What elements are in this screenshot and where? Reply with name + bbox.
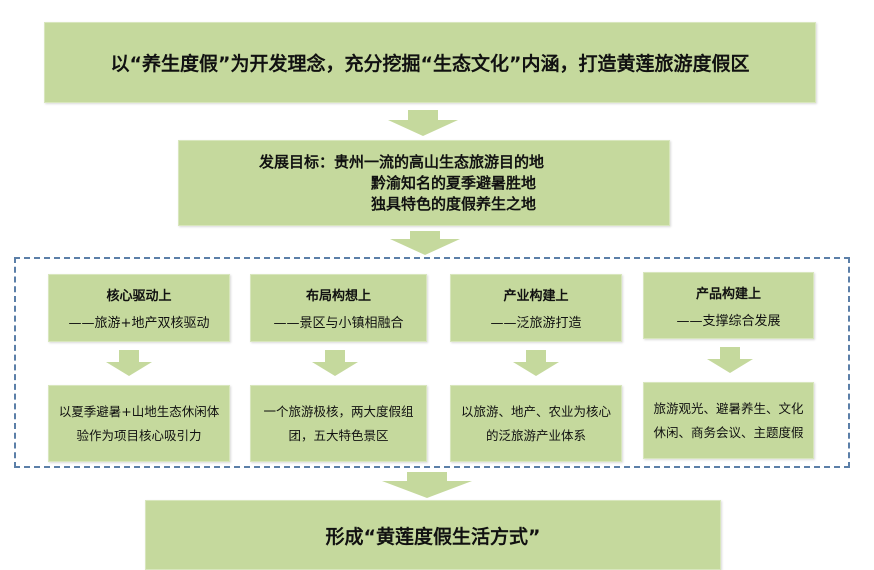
arrow-down-icon (382, 472, 472, 498)
card-industry: 产业构建上 ——泛旅游打造 (450, 274, 622, 342)
arrow-down-icon (388, 110, 458, 136)
goals-box: 发展目标：贵州一流的高山生态旅游目的地 黔渝知名的夏季避暑胜地 独具特色的度假养… (178, 140, 670, 226)
card-title: 产品构建上 (695, 286, 761, 302)
arrow-down-icon (106, 350, 152, 376)
card-subtitle: ——支撑综合发展 (676, 313, 781, 329)
card-core-drive: 核心驱动上 ——旅游+地产双核驱动 (48, 274, 230, 342)
arrow-down-icon (390, 231, 460, 255)
card-core-drive-desc: 以夏季避暑+山地生态休闲体验作为项目核心吸引力 (48, 385, 230, 462)
card-title: 核心驱动上 (106, 289, 172, 304)
card-layout: 布局构想上 ——景区与小镇相融合 (250, 274, 427, 342)
concept-text: 以“养生度假”为开发理念，充分挖掘“生态文化”内涵，打造黄莲旅游度假区 (110, 53, 750, 75)
card-layout-desc: 一个旅游极核，两大度假组团，五大特色景区 (250, 385, 427, 462)
concept-box: 以“养生度假”为开发理念，充分挖掘“生态文化”内涵，打造黄莲旅游度假区 (44, 22, 816, 103)
arrow-down-icon (707, 347, 753, 373)
lifestyle-text: 形成“黄莲度假生活方式” (325, 525, 541, 548)
arrow-down-icon (312, 350, 358, 376)
card-subtitle: ——泛旅游打造 (490, 316, 582, 331)
lifestyle-box: 形成“黄莲度假生活方式” (145, 500, 721, 570)
card-subtitle: ——旅游+地产双核驱动 (68, 316, 210, 331)
card-title: 布局构想上 (305, 289, 371, 304)
card-product: 产品构建上 ——支撑综合发展 (643, 272, 814, 339)
goal-item: 黔渝知名的夏季避暑胜地 (371, 173, 537, 192)
card-title: 产业构建上 (503, 289, 569, 304)
card-product-desc: 旅游观光、避暑养生、文化休闲、商务会议、主题度假 (643, 382, 814, 459)
arrow-down-icon (513, 350, 559, 376)
goal-item: 贵州一流的高山生态旅游目的地 (334, 152, 545, 171)
goal-item: 独具特色的度假养生之地 (371, 194, 537, 213)
card-subtitle: ——景区与小镇相融合 (273, 316, 404, 331)
card-industry-desc: 以旅游、地产、农业为核心的泛旅游产业体系 (450, 385, 622, 462)
goals-label: 发展目标： (259, 152, 335, 171)
strategy-group-border (14, 257, 850, 468)
